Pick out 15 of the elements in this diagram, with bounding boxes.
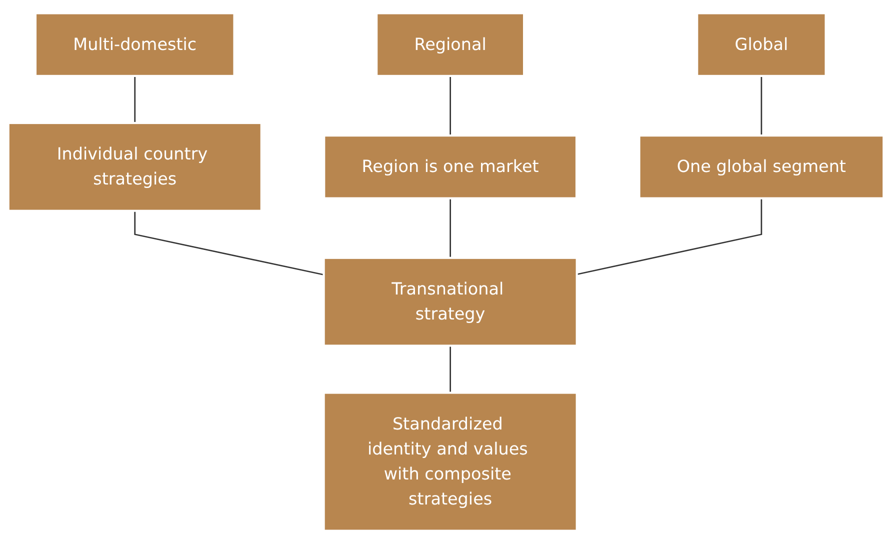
connector [450, 76, 451, 136]
node-box: Global [696, 12, 827, 77]
node-box: Regional [376, 12, 526, 77]
node-box: Transnational strategy [322, 256, 578, 347]
connector [450, 198, 451, 258]
connector [134, 210, 324, 276]
node-box: Individual country strategies [7, 122, 262, 212]
connector [134, 76, 136, 123]
connector [450, 346, 451, 393]
connector [760, 76, 762, 136]
connector [576, 198, 762, 276]
node-box: Multi-domestic [34, 12, 236, 77]
node-box: One global segment [638, 134, 885, 200]
node-box: Region is one market [323, 134, 578, 200]
node-box: Standardized identity and values with composite strategies [322, 392, 578, 532]
